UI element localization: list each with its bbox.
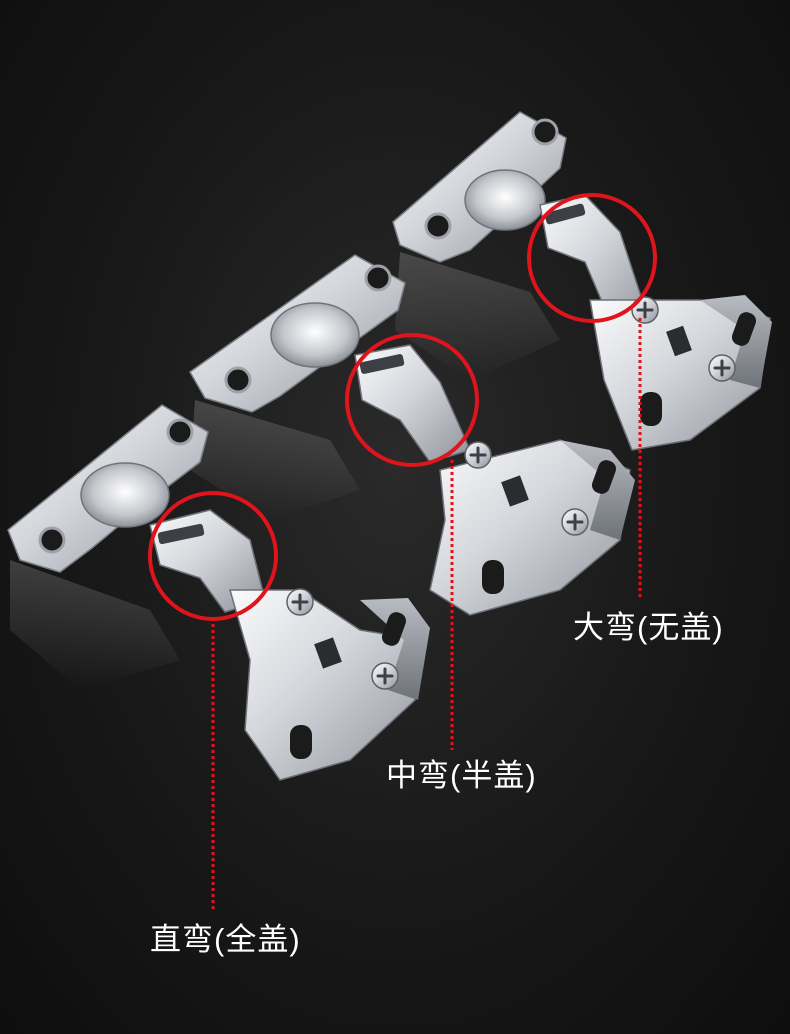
hinge-large-bend [392, 111, 772, 451]
caption-straight-bend: 直弯(全盖) [150, 922, 301, 957]
highlight-circle-large-bend [527, 193, 657, 323]
highlight-circle-medium-bend [345, 333, 479, 467]
hinge-straight-bend [7, 404, 430, 781]
caption-large-bend: 大弯(无盖) [573, 610, 724, 645]
caption-medium-bend: 中弯(半盖) [386, 758, 537, 793]
hinge-medium-bend [189, 254, 635, 616]
